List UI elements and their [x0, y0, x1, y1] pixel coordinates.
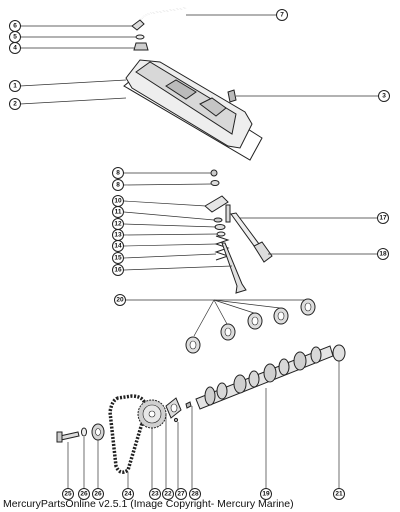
breather-elbow: [131, 19, 145, 31]
washer: [81, 427, 87, 437]
callout-22: 22: [162, 488, 174, 500]
callout-23: 23: [149, 488, 161, 500]
rocker-ball: [210, 180, 220, 186]
svg-text:26: 26: [94, 491, 102, 498]
svg-text:2: 2: [13, 101, 17, 108]
callout-4: 4: [9, 42, 21, 54]
camshaft-key: [185, 401, 192, 409]
callout-27: 27: [175, 488, 187, 500]
valve-train-group: [204, 169, 273, 294]
cam-bearing: [220, 323, 236, 341]
svg-text:8: 8: [116, 170, 120, 177]
cam-bearing: [247, 312, 263, 330]
copyright-caption: MercuryPartsOnline v2.5.1 (Image Copyrig…: [3, 498, 294, 510]
callout-15: 15: [112, 252, 124, 264]
callout-2: 2: [9, 98, 21, 110]
rocker-stud: [225, 204, 231, 223]
callout-28: 28: [189, 488, 201, 500]
svg-text:27: 27: [177, 491, 185, 498]
callout-14: 14: [112, 240, 124, 252]
camshaft: [195, 345, 334, 410]
svg-text:20: 20: [116, 297, 124, 304]
hydraulic-lifter: [253, 241, 273, 263]
svg-text:17: 17: [379, 215, 387, 222]
svg-text:7: 7: [280, 12, 284, 19]
svg-text:23: 23: [151, 491, 159, 498]
svg-text:11: 11: [115, 209, 122, 216]
svg-text:13: 13: [114, 232, 122, 239]
sprocket-bolt: [59, 431, 80, 441]
svg-text:14: 14: [114, 243, 122, 250]
cam-bearing: [300, 298, 316, 316]
svg-text:19: 19: [262, 491, 270, 498]
callout-8-ball: 8: [112, 179, 124, 191]
callout-12: 12: [112, 218, 124, 230]
rocker-arm: [204, 195, 229, 213]
rocker-nut: [210, 169, 218, 177]
callout-1: 1: [9, 80, 21, 92]
callout-10: 10: [112, 195, 124, 207]
cam-bearing-group: [185, 298, 316, 354]
svg-text:28: 28: [191, 491, 199, 498]
valve: [221, 242, 247, 294]
svg-text:3: 3: [382, 93, 386, 100]
camshaft-plug: [332, 344, 346, 362]
oil-filler-cap: [133, 42, 149, 51]
svg-text:26: 26: [80, 491, 88, 498]
svg-text:10: 10: [114, 198, 122, 205]
callout-26: 26: [78, 488, 90, 500]
callout-20: 20: [114, 294, 126, 306]
callout-17: 17: [377, 212, 389, 224]
svg-text:18: 18: [379, 251, 387, 258]
valve-cover-group: [123, 7, 263, 161]
valve-keeper: [213, 217, 223, 223]
callout-26-sprocket: 26: [92, 488, 104, 500]
svg-text:4: 4: [13, 45, 17, 52]
callout-18: 18: [377, 248, 389, 260]
valve-seal: [216, 231, 226, 237]
callout-25: 25: [62, 488, 74, 500]
svg-text:22: 22: [164, 491, 172, 498]
callout-11: 11: [112, 206, 124, 218]
callout-19: 19: [260, 488, 272, 500]
cam-bearing: [185, 336, 201, 354]
valve-retainer: [214, 224, 226, 230]
callout-bubbles: 6 5 4 1 2 3 7 8 8 10 11 12 13 14 15 16 1…: [9, 9, 390, 500]
callout-21: 21: [333, 488, 345, 500]
cam-bearing: [273, 307, 289, 325]
callout-7: 7: [276, 9, 288, 21]
leader-lines: [19, 14, 378, 489]
callout-24: 24: [122, 488, 134, 500]
callout-6: 6: [9, 20, 21, 32]
timing-group: [56, 394, 192, 474]
thrust-plate-screw: [173, 417, 179, 423]
svg-text:12: 12: [114, 221, 122, 228]
svg-text:1: 1: [13, 83, 17, 90]
callout-8-nut: 8: [112, 167, 124, 179]
svg-text:24: 24: [124, 491, 132, 498]
grommet: [135, 34, 145, 40]
callout-13: 13: [112, 229, 124, 241]
callout-16: 16: [112, 264, 124, 276]
svg-text:16: 16: [114, 267, 122, 274]
svg-text:5: 5: [13, 34, 17, 41]
svg-text:6: 6: [13, 23, 17, 30]
svg-text:25: 25: [64, 491, 72, 498]
callout-3: 3: [378, 90, 390, 102]
svg-text:15: 15: [114, 255, 122, 262]
svg-text:21: 21: [335, 491, 343, 498]
callout-5: 5: [9, 31, 21, 43]
svg-text:8: 8: [116, 182, 120, 189]
timing-chain: [108, 394, 148, 474]
valve-cover-bolt: [227, 89, 237, 103]
